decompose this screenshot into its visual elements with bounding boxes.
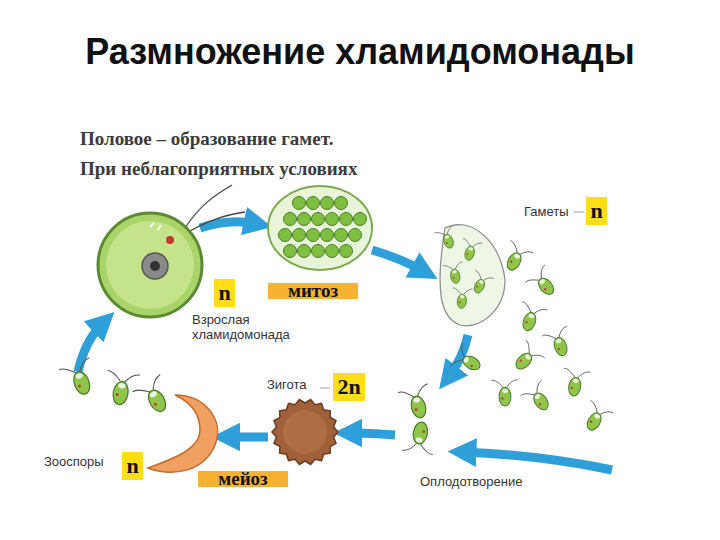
gamete-sac — [434, 225, 505, 326]
leader-lines — [320, 212, 584, 388]
gamete — [434, 226, 460, 252]
daughter-cell — [354, 213, 367, 226]
gamete — [467, 270, 494, 297]
gamete — [508, 340, 545, 377]
daughter-cell — [326, 245, 339, 258]
gamete — [525, 265, 562, 302]
process-tag: митоз — [268, 283, 358, 299]
daughter-cell — [335, 229, 348, 242]
gamete — [560, 368, 591, 399]
stage-caption: Зигота — [265, 377, 309, 392]
daughter-cell — [349, 229, 362, 242]
daughter-cell — [293, 197, 306, 210]
tag-text: 2n — [333, 373, 365, 401]
tag-text: мейоз — [198, 471, 288, 487]
cycle-arrow — [462, 452, 612, 470]
zygote-cell — [272, 400, 338, 465]
dividing-cell — [268, 186, 372, 270]
gamete — [458, 238, 483, 263]
stage-caption: Взрослая хламидомонада — [190, 312, 312, 342]
gametes — [450, 240, 614, 436]
stage-caption: Гаметы — [522, 204, 571, 219]
cycle-arrow — [372, 250, 425, 272]
stage-caption: Оплодотворение — [418, 474, 524, 489]
subtitle-line: Половое – образование гамет. — [80, 128, 333, 150]
daughter-cell — [340, 213, 353, 226]
daughter-cell — [284, 245, 297, 258]
daughter-cell — [298, 245, 311, 258]
fertilization-cells — [398, 384, 438, 456]
gamete — [520, 380, 557, 417]
tag-text: митоз — [268, 283, 358, 299]
ploidy-tag: n — [214, 279, 235, 307]
tag-text: n — [122, 452, 143, 480]
ploidy-tag: 2n — [333, 373, 365, 401]
cycle-arrow — [200, 222, 258, 228]
gamete — [450, 343, 486, 379]
gamete — [443, 262, 466, 285]
daughter-cell — [340, 245, 353, 258]
zoospores — [59, 358, 177, 419]
daughter-cell — [321, 229, 334, 242]
subtitle-line: При неблагоприятных условиях — [80, 158, 357, 180]
daughter-cell — [279, 229, 292, 242]
daughter-cell — [312, 245, 325, 258]
cycle-arrow — [226, 433, 268, 442]
daughter-cell — [321, 197, 334, 210]
daughter-cell — [307, 229, 320, 242]
daughter-cell — [312, 213, 325, 226]
gamete — [491, 380, 517, 406]
daughter-cell — [307, 197, 320, 210]
daughter-cell — [298, 213, 311, 226]
daughter-cell — [335, 197, 348, 210]
gamete — [542, 326, 576, 360]
gamete — [513, 301, 547, 335]
gamete — [578, 400, 614, 436]
adult-cell — [98, 185, 245, 317]
process-tag: мейоз — [198, 471, 288, 487]
daughter-cell — [284, 213, 297, 226]
ploidy-tag: n — [586, 197, 607, 225]
stage-caption: Зооспоры — [42, 454, 106, 469]
tag-text: n — [586, 197, 607, 225]
tag-text: n — [214, 279, 235, 307]
cycle-arrow — [348, 433, 395, 435]
ploidy-tag: n — [122, 452, 143, 480]
gamete — [451, 287, 473, 309]
daughter-cell — [293, 229, 306, 242]
page-title: Размножение хламидомонады — [0, 30, 720, 74]
daughter-cell — [326, 213, 339, 226]
gamete — [498, 240, 534, 276]
